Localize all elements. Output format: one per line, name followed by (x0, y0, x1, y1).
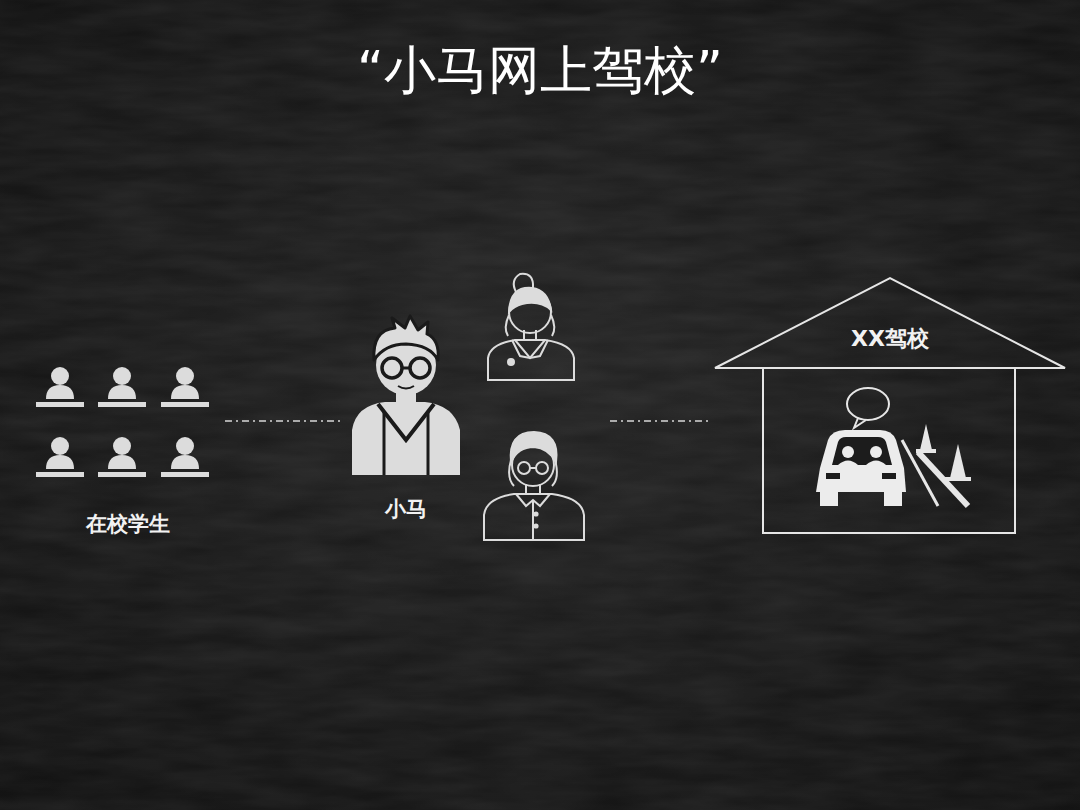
student-group: 在校学生 (30, 360, 225, 550)
dash-dot-connector (610, 420, 712, 422)
xiaoma-icon (352, 316, 460, 475)
driving-school: XX驾校 (712, 276, 1068, 536)
student-icons (36, 367, 209, 477)
student-body (46, 455, 74, 469)
student-body (171, 455, 199, 469)
student-head (51, 437, 69, 455)
car-and-road (816, 388, 971, 506)
student-desk (36, 472, 84, 477)
student-desk (98, 402, 146, 407)
student-desk (161, 472, 209, 477)
male-person-icon (484, 432, 584, 540)
node-label: XX驾校 (851, 324, 929, 354)
student-head (113, 367, 131, 385)
student-desk (36, 402, 84, 407)
student-body (171, 385, 199, 399)
node-label: 小马 (385, 495, 427, 523)
xiaoma-group: 小马 (340, 300, 610, 545)
female-person-icon (488, 274, 574, 380)
diagram-title: “小马网上驾校” (0, 36, 1080, 106)
driving-school-house (715, 278, 1065, 533)
student-desk (98, 472, 146, 477)
student-head (51, 367, 69, 385)
dash-dot-connector (225, 420, 340, 422)
student-body (108, 455, 136, 469)
student-body (108, 385, 136, 399)
student-head (113, 437, 131, 455)
student-desk (161, 402, 209, 407)
student-head (176, 367, 194, 385)
student-head (176, 437, 194, 455)
node-label: 在校学生 (86, 510, 170, 538)
student-body (46, 385, 74, 399)
